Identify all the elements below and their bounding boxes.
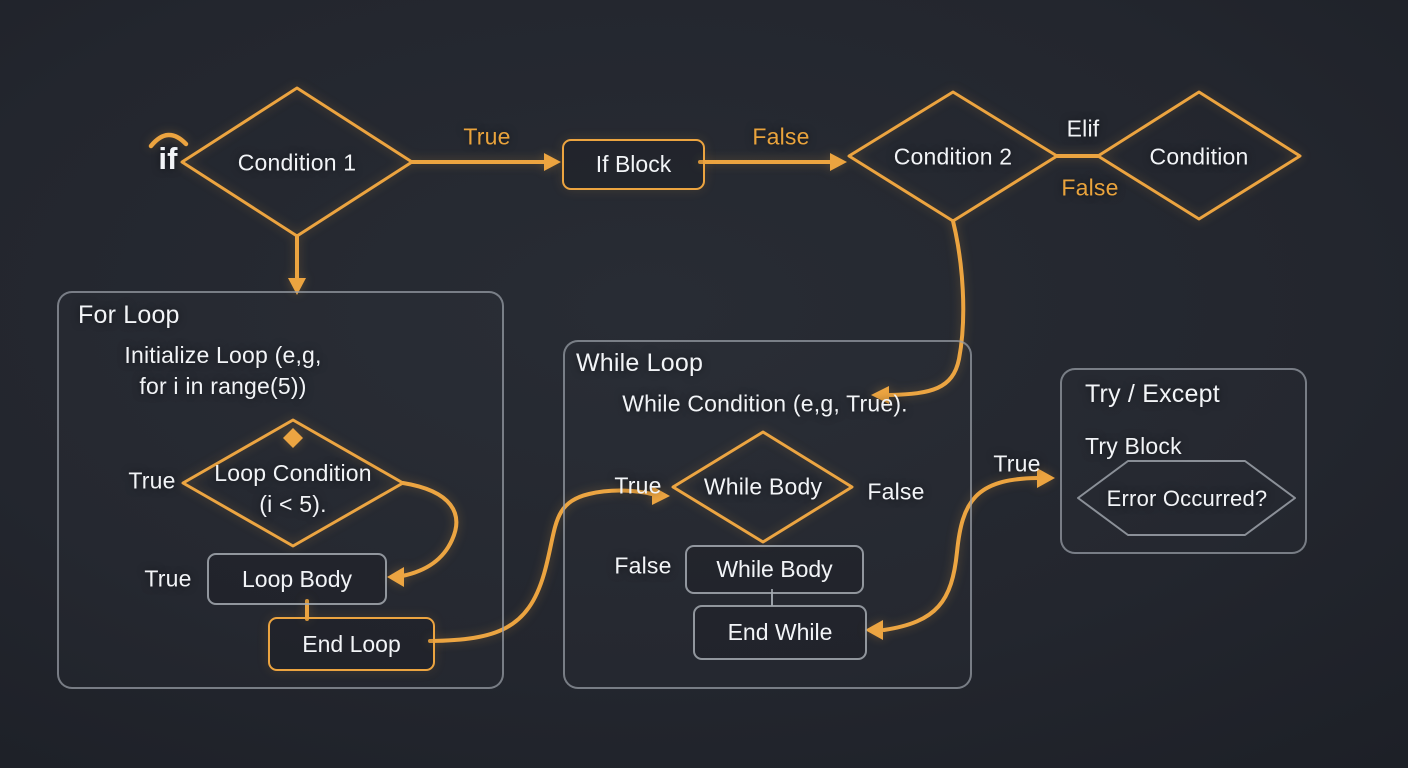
for-loop-title: For Loop: [78, 301, 180, 329]
loop-body-true-label: True: [144, 565, 192, 592]
false-edge-label: False: [752, 123, 810, 150]
loop-body-node: Loop Body: [207, 553, 387, 605]
while-condition-text: While Condition (e,g, True).: [622, 390, 908, 417]
for-loop-panel: [57, 291, 504, 689]
condition2-to-while-curve: [888, 219, 966, 397]
true-edge-label: True: [463, 123, 511, 150]
while-diamond-label: While Body: [703, 473, 823, 500]
try-except-title: Try / Except: [1085, 380, 1220, 408]
loop-condition-line2: (i < 5).: [259, 491, 327, 517]
mini-diamond-icon: [283, 428, 303, 448]
false-arrowhead-icon: [830, 153, 847, 171]
while-body-rect-node: While Body: [685, 545, 864, 594]
true-arrowhead-icon: [544, 153, 561, 171]
try-entry-arrowhead-icon: [1037, 468, 1055, 488]
while-loop-title: While Loop: [576, 349, 704, 377]
for-loop-init-line2: for i in range(5)): [139, 373, 307, 399]
end-loop-label: End Loop: [302, 630, 401, 657]
for-loop-init-line1: Initialize Loop (e,g,: [124, 342, 322, 368]
loop-condition-diamond: [181, 418, 405, 548]
end-while-label: End While: [727, 619, 833, 645]
endloop-to-while-curve: [428, 488, 654, 643]
condition1-down-arrowhead-icon: [288, 278, 306, 295]
if-arc-icon: [148, 132, 189, 149]
for-loop-init-text: Initialize Loop (e,g, for i in range(5)): [124, 340, 321, 402]
while-body-false-label: False: [614, 552, 672, 579]
end-while-node: End While: [693, 605, 867, 660]
try-except-panel: [1060, 368, 1307, 554]
while-body-diamond: [671, 430, 854, 544]
elif-condition-diamond: [1096, 90, 1302, 221]
try-true-label: True: [993, 450, 1041, 477]
if-keyword: if: [158, 141, 178, 176]
condition1-label: Condition 1: [237, 149, 357, 176]
elif-false-label: False: [1061, 174, 1119, 201]
endwhile-arrowhead-icon: [865, 620, 883, 640]
loop-condition-true-label: True: [128, 467, 176, 494]
while-false-label: False: [867, 478, 925, 505]
while-condition-arrowhead-icon: [871, 386, 889, 404]
loop-condition-label: Loop Condition (i < 5).: [214, 458, 372, 520]
condition2-label: Condition 2: [893, 143, 1013, 170]
elif-condition-label: Condition: [1149, 143, 1249, 170]
elif-label: Elif: [1066, 115, 1100, 142]
loop-back-curve: [400, 481, 459, 578]
if-block-node: If Block: [562, 139, 705, 190]
while-entry-arrowhead-icon: [652, 486, 670, 505]
if-block-label: If Block: [595, 151, 672, 177]
while-loop-panel: [563, 340, 972, 689]
end-loop-node: End Loop: [268, 617, 435, 671]
loop-back-arrowhead-icon: [387, 567, 404, 587]
while-body-rect-label: While Body: [716, 556, 833, 582]
endwhile-try-curve: [882, 476, 1039, 632]
loop-body-label: Loop Body: [242, 565, 352, 592]
error-hexagon: [1077, 460, 1296, 536]
error-hexagon-label: Error Occurred?: [1106, 486, 1268, 511]
while-true-label: True: [614, 472, 662, 499]
loop-condition-line1: Loop Condition: [214, 460, 372, 486]
try-block-label: Try Block: [1085, 433, 1182, 459]
